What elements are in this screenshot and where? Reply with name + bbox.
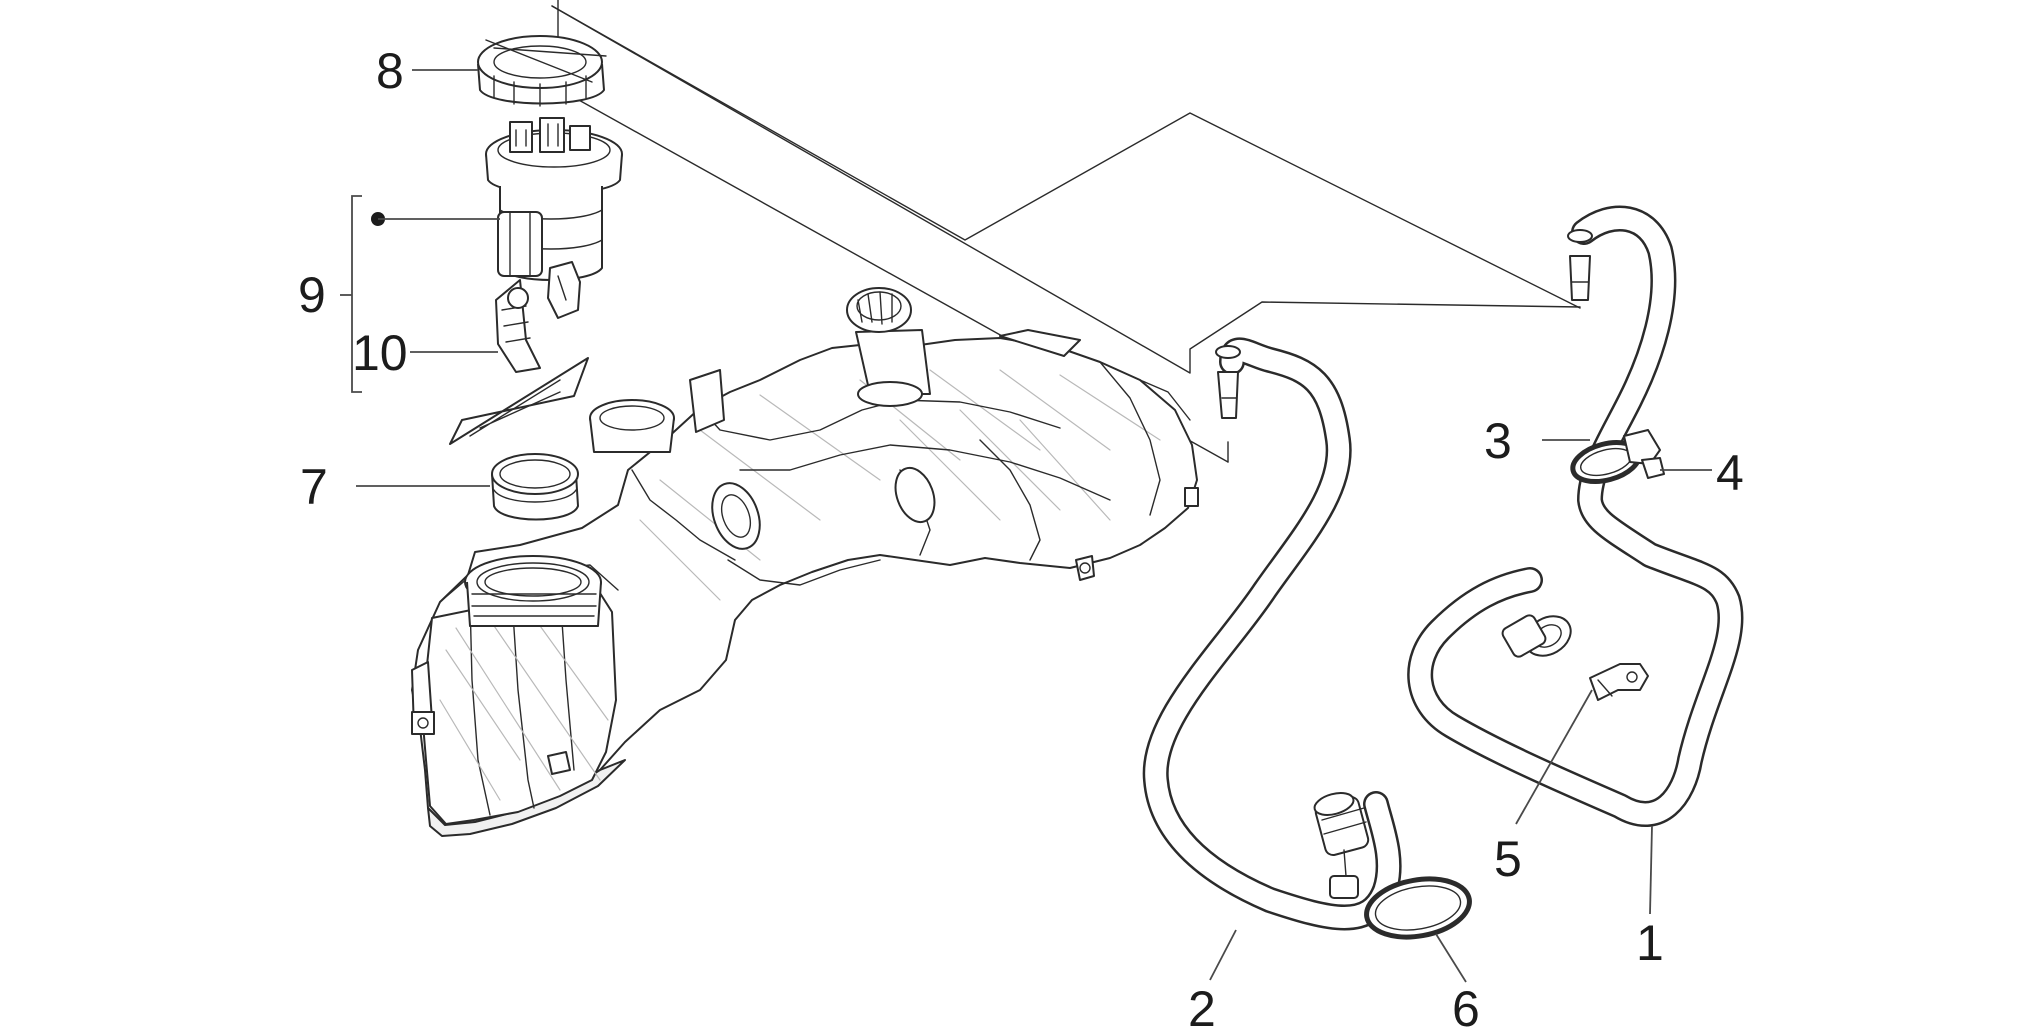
part-5-hose-bracket — [1589, 663, 1649, 701]
part-7-ring-seal — [491, 453, 579, 521]
callout-6: 6 — [1452, 981, 1480, 1031]
leader-lines — [356, 69, 1712, 983]
part-4-clip-tab — [1623, 429, 1665, 479]
callout-10: 10 — [352, 325, 408, 381]
fuel-tank — [411, 287, 1199, 837]
callout-labels: 1 2 3 4 5 6 7 8 9 10 — [298, 43, 1744, 1031]
part-6-clamp — [1364, 876, 1472, 940]
callout-2: 2 — [1188, 981, 1216, 1031]
hose-2-valve — [1313, 792, 1370, 899]
part-8-locking-ring — [477, 35, 607, 107]
callout-7: 7 — [300, 459, 328, 515]
callout-3: 3 — [1484, 413, 1512, 469]
callout-1: 1 — [1636, 915, 1664, 971]
part-1-vent-hose — [1407, 205, 1744, 827]
part-9-fuel-pump-assembly — [485, 117, 623, 373]
callout-4: 4 — [1716, 445, 1744, 501]
callout-5: 5 — [1494, 831, 1522, 887]
callout-8: 8 — [376, 43, 404, 99]
callout-9: 9 — [298, 267, 326, 323]
part-10-strainer-bracket — [449, 357, 589, 445]
